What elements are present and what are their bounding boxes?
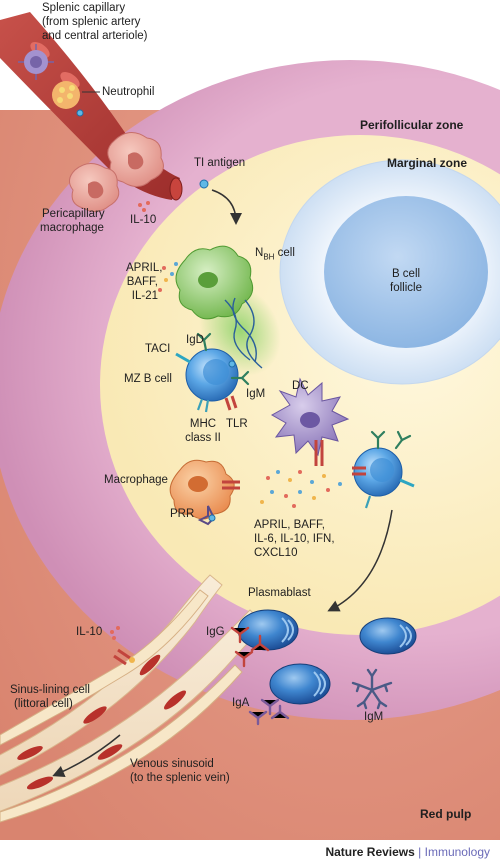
label-nbh-cell: NBH cell	[255, 247, 295, 262]
label-igm-receptor: IgM	[246, 388, 266, 400]
dendritic-cell	[270, 377, 350, 466]
label-cytokines-1: APRIL, BAFF,	[254, 519, 325, 531]
footer-journal: Immunology	[424, 845, 490, 859]
dna-net	[224, 297, 263, 369]
cytokine-dots	[260, 470, 342, 508]
plasmablast-3	[269, 663, 331, 705]
igg-antibodies	[230, 626, 270, 668]
label-mhc-1: MHC	[189, 418, 217, 430]
footer: Nature Reviews | Immunology	[0, 840, 500, 863]
label-splenic-capillary: Splenic capillary	[42, 2, 126, 14]
label-april-3: IL-21	[131, 290, 158, 302]
label-il10-bottom: IL-10	[76, 626, 103, 638]
label-tlr: TLR	[226, 418, 248, 430]
sinus-receptor	[113, 648, 135, 666]
label-plasmablast: Plasmablast	[248, 587, 311, 599]
label-marginal-zone: Marginal zone	[387, 156, 468, 170]
label-venous-sinusoid-2: (to the splenic vein)	[130, 772, 230, 784]
label-splenic-capillary-sub1: (from splenic artery	[42, 16, 141, 28]
label-april-1: APRIL,	[126, 262, 163, 274]
ti-antigen-icon	[199, 179, 209, 189]
footer-separator: |	[418, 845, 422, 859]
label-mhc-2: class II	[185, 432, 221, 444]
label-april-2: BAFF,	[126, 276, 158, 288]
plasmablast-1	[237, 609, 299, 651]
pericapillary-macrophage	[69, 132, 164, 212]
label-pericapillary-1: Pericapillary	[42, 208, 105, 220]
plasmablast-2	[359, 617, 417, 655]
label-red-pulp: Red pulp	[420, 807, 472, 821]
label-pericapillary-2: macrophage	[40, 222, 104, 234]
label-igg: IgG	[206, 626, 225, 638]
b-cell-follicle-inner	[324, 196, 488, 348]
igm-pentamer	[351, 668, 393, 710]
footer-credit: Nature Reviews | Immunology	[325, 845, 490, 859]
label-b-cell-follicle-2: follicle	[390, 282, 422, 294]
label-splenic-capillary-sub2: and central arteriole)	[42, 30, 148, 42]
label-iga: IgA	[232, 697, 250, 709]
b-cell-activated	[352, 430, 415, 509]
differentiation-arrow	[327, 509, 393, 612]
label-prr: PRR	[170, 508, 195, 520]
footer-publisher: Nature Reviews	[325, 845, 415, 859]
neutrophil-cell	[52, 81, 80, 109]
label-mz-b-cell: MZ B cell	[124, 373, 172, 385]
monocyte-in-capillary	[18, 44, 54, 80]
ti-antigen-arrow	[211, 189, 242, 225]
label-neutrophil: Neutrophil	[102, 86, 155, 98]
macrophage-cell	[169, 459, 240, 526]
sinusoid-flow-arrow	[52, 734, 121, 777]
label-sinus-lining-2: (littoral cell)	[14, 698, 73, 710]
label-macrophage: Macrophage	[104, 474, 168, 486]
april-baff-il21-dots	[158, 262, 178, 292]
label-cytokines-3: CXCL10	[254, 547, 298, 559]
mz-b-cell	[175, 332, 250, 413]
sinus-lining-cells	[0, 589, 243, 823]
label-venous-sinusoid-1: Venous sinusoid	[130, 758, 214, 770]
spleen-marginal-zone-diagram	[0, 12, 500, 840]
label-dc: DC	[292, 380, 309, 392]
label-igd: IgD	[186, 334, 204, 346]
label-b-cell-follicle-1: B cell	[391, 268, 421, 280]
iga-antibodies	[248, 698, 290, 726]
ti-antigen-small	[76, 109, 84, 117]
label-ti-antigen: TI antigen	[194, 157, 246, 169]
il10-dots-bottom	[110, 626, 120, 640]
label-igm-secreted: IgM	[364, 711, 384, 723]
label-il10-top: IL-10	[130, 214, 157, 226]
label-cytokines-2: IL-6, IL-10, IFN,	[254, 533, 335, 545]
il10-dots-top	[138, 201, 150, 212]
label-perifollicular-zone: Perifollicular zone	[360, 118, 464, 132]
label-sinus-lining-1: Sinus-lining cell	[10, 684, 90, 696]
label-taci: TACI	[145, 343, 171, 355]
